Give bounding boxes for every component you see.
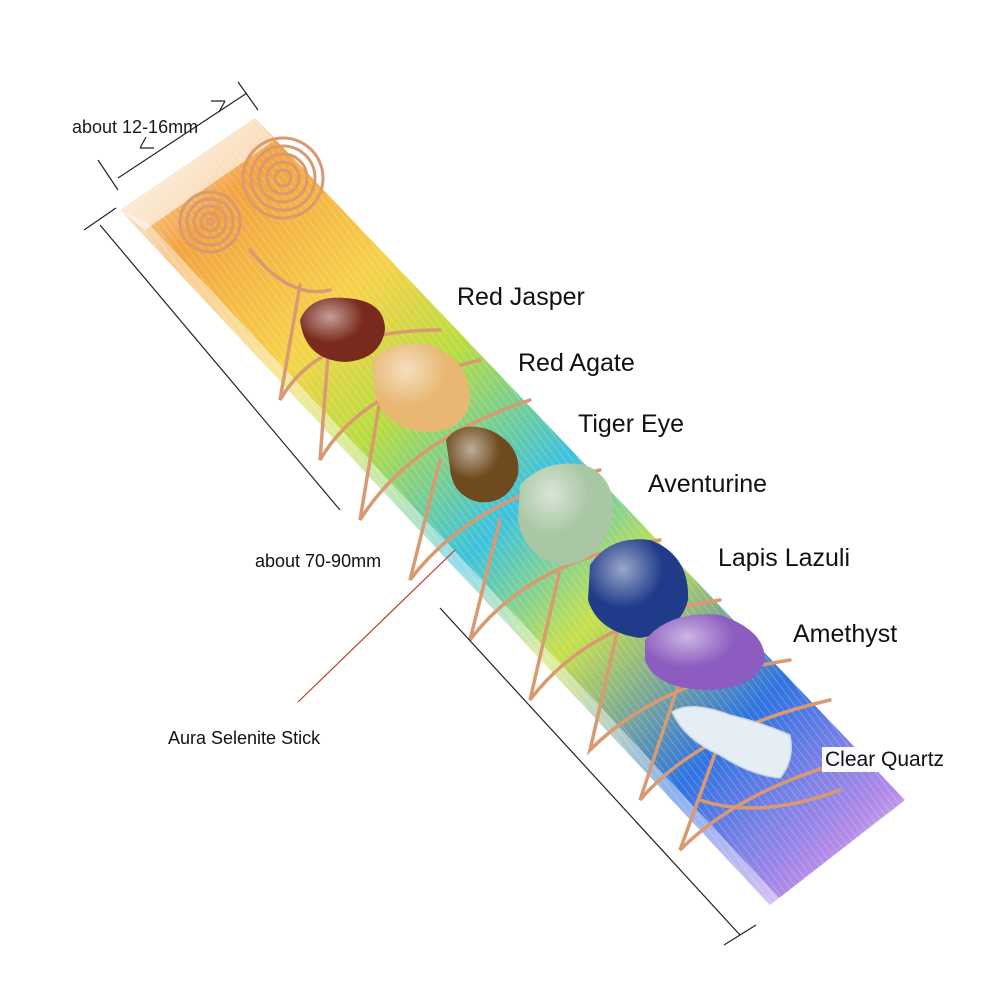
label-amethyst: Amethyst: [789, 618, 904, 651]
length-dimension-line-lower: [439, 607, 757, 946]
length-label: about 70-90mm: [252, 550, 385, 572]
length-dimension-line-upper: [83, 207, 341, 511]
stone-aventurine: [518, 463, 613, 565]
copper-wire-wraps: [248, 248, 852, 852]
stone-red-jasper: [300, 297, 385, 362]
width-label: about 12-16mm: [72, 117, 199, 137]
product-pointer-line: [297, 549, 456, 703]
width-dimension-line: [97, 81, 259, 191]
stone-lapis-lazuli: [588, 539, 689, 638]
label-aventurine: Aventurine: [644, 468, 774, 501]
label-lapis-lazuli: Lapis Lazuli: [714, 542, 857, 575]
label-tiger-eye: Tiger Eye: [574, 408, 691, 441]
stone-amethyst: [645, 614, 765, 690]
stone-red-agate: [372, 343, 470, 432]
product-label: Aura Selenite Stick: [165, 727, 324, 749]
selenite-stick: [120, 118, 905, 920]
copper-spiral-left: [178, 190, 242, 254]
copper-spiral-right: [241, 136, 325, 220]
stone-clear-quartz: [671, 706, 792, 779]
label-clear-quartz: Clear Quartz: [822, 747, 948, 772]
stone-tiger-eye: [446, 426, 519, 503]
label-red-agate: Red Agate: [514, 347, 641, 380]
label-red-jasper: Red Jasper: [453, 281, 591, 314]
